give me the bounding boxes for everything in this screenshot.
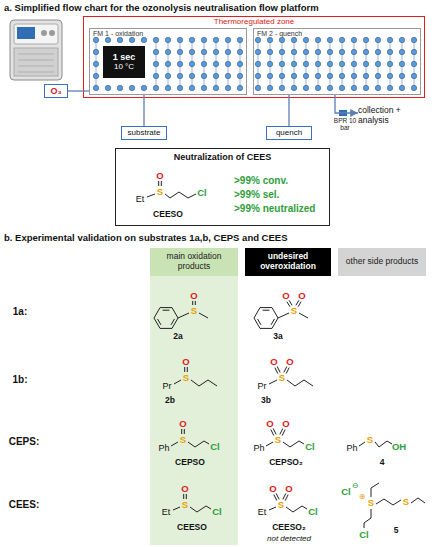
node-text: O₃ [50,86,61,96]
panel-heading: a. Simplified flow chart for the ozonoly… [4,3,319,13]
atom-label: Ph [346,444,357,453]
node-text: main oxidation products [154,252,234,271]
atom-label: O [282,291,289,301]
bpr-symbol [339,110,347,116]
node-text: substrate [128,129,161,138]
node-text: collection + analysis [358,106,406,125]
atom-label: Cl [308,507,318,517]
node-text: Neutralization of CEES [116,152,329,162]
atom-label: O [286,357,293,367]
atom-label: Cl [359,530,369,540]
node-text: >99% conv. [234,175,329,186]
atom-label: Cl [212,507,222,517]
input-box: substrate [121,126,167,140]
atom-label: Cl [210,442,220,452]
atom-label: Pr [258,382,267,391]
compound-label: 3a [273,332,282,341]
atom-label: O [298,291,305,301]
atom-label: O [181,484,188,494]
panel-heading: b. Experimental validation on substrates… [4,233,288,243]
atom-label: S [403,497,409,507]
atom-label: S [368,498,374,508]
flow-line [143,95,144,126]
atom-label: S [279,373,285,383]
node-text: quench [276,129,302,138]
atom-label: O [270,357,277,367]
compound-label: 2b [165,396,175,405]
row-label: 1b: [13,375,28,385]
node-text: undesired overoxidation [249,252,327,271]
compound-label: 2a [173,332,182,341]
compound-label: 4 [380,458,385,467]
atom-label: Pr [163,382,172,391]
charge-sign: ⊕ [359,493,366,501]
node-text: Thermoregulated zone [214,18,295,27]
node-text: 10 °C [114,63,134,72]
atom-label: S [183,373,189,383]
node-text: >99% sel. [234,189,329,200]
atom-label: O [269,484,276,494]
atom-label: Ph [253,444,264,453]
atom-label: S [275,435,281,445]
node-text: FM 2 - quench [257,30,302,38]
node-text: 1 sec [113,52,136,62]
edge-label: BPR 10 bar [331,118,359,132]
flow-line [68,90,89,91]
node-text: other side products [346,257,418,267]
charge-sign: ⊖ [352,482,359,490]
atom-label: Et [258,508,267,517]
flow-line [288,95,289,126]
result-box: Neutralization of CEES >99% conv. >99% sel… [115,148,330,226]
atom-label: S [367,435,373,445]
condition-box: 1 sec10 °C [103,46,145,78]
compound-label: CEESO [153,210,183,219]
column-band [150,248,238,545]
atom-label: O [179,419,186,429]
note: not detected [267,535,311,543]
atom-label: Cl [341,487,351,497]
atom-label: Et [162,508,171,517]
output-text: collection + analysis [358,106,406,132]
atom-label: Cl [305,442,315,452]
row-label: CEES: [9,500,40,510]
input-box: quench [266,126,312,140]
column-header: main oxidation products [150,248,238,276]
atom-label: O [282,419,289,429]
flow-module: FM 2 - quench [253,28,421,95]
atom-label: S [157,187,163,197]
atom-label: S [191,306,197,316]
ozone-source-box: O₃ [44,84,68,98]
compound-label: CEPSO [175,458,205,467]
atom-label: O [156,171,163,181]
atom-label: O [190,291,197,301]
atom-label: S [278,500,284,510]
atom-label: S [182,500,188,510]
column-header: undesired overoxidation [245,248,331,276]
atom-label: OH [392,442,406,452]
thermoregulated-zone: Thermoregulated zone FM 1 - oxidation 1 se… [83,16,425,98]
atom-label: O [285,484,292,494]
atom-label: O [182,357,189,367]
atom-label: S [291,306,297,316]
column-header: other side products [338,248,426,276]
atom-label: Ph [158,444,169,453]
node-text: FM 1 - oxidation [93,30,143,38]
row-label: 1a: [13,307,27,317]
node-text: >99% neutralized [234,203,329,214]
compound-label: 3b [261,396,271,405]
compound-label: CEESO [177,523,207,532]
atom-label: O [266,419,273,429]
compound-label: 5 [394,526,399,535]
atom-label: Et [136,195,145,204]
atom-label: Cl [197,188,207,198]
atom-label: S [180,435,186,445]
compound-label: CEESO₂ [272,523,306,532]
row-label: CEPS: [9,437,40,447]
flow-module: FM 1 - oxidation 1 sec10 °C [89,28,247,95]
compound-label: CEPSO₂ [269,458,303,467]
ozone-generator [10,20,62,80]
